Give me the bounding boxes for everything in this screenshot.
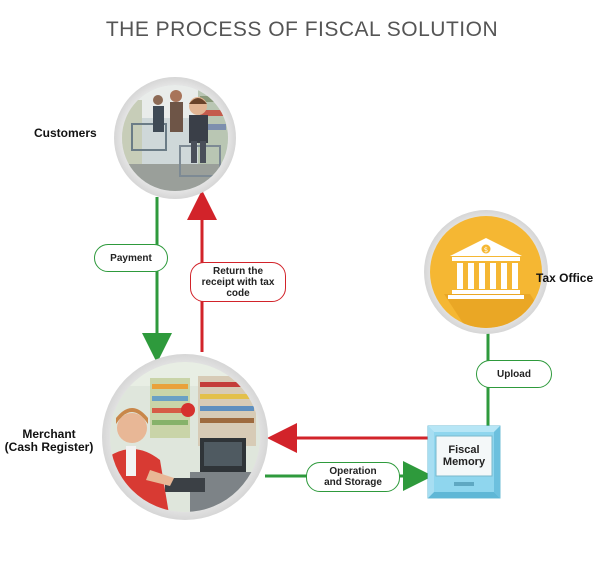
fiscal-memory-label: Fiscal Memory: [434, 444, 494, 468]
return-receipt-line3: code: [226, 287, 250, 299]
customers-photo: [114, 77, 236, 199]
tax-office-label: Tax Office: [536, 271, 594, 285]
fiscal-memory-label-line2: Memory: [442, 456, 486, 468]
upload-edge-label: Upload: [476, 360, 552, 388]
customers-label: Customers: [34, 126, 97, 140]
operation-storage-edge-label: Operation and Storage: [306, 462, 400, 492]
merchant-label-line2: (Cash Register): [4, 440, 94, 454]
return-receipt-edge-label: Return the receipt with tax code: [190, 262, 286, 302]
merchant-photo: [102, 354, 268, 520]
merchant-label: Merchant (Cash Register): [4, 428, 94, 454]
svg-text:$: $: [484, 246, 488, 254]
return-receipt-line1: Return the: [213, 265, 263, 277]
fiscal-memory-device-icon: [427, 425, 501, 499]
operation-storage-line2: and Storage: [324, 477, 382, 488]
operation-storage-line1: Operation: [329, 466, 377, 477]
page-title: THE PROCESS OF FISCAL SOLUTION: [105, 18, 499, 41]
tax-office-circle: $: [424, 210, 548, 334]
payment-edge-label: Payment: [94, 244, 168, 272]
merchant-label-line1: Merchant: [22, 427, 76, 441]
return-receipt-line2: receipt with tax: [201, 276, 275, 288]
bank-building-icon: $: [448, 238, 524, 299]
fiscal-memory-label-line1: Fiscal: [448, 444, 480, 456]
